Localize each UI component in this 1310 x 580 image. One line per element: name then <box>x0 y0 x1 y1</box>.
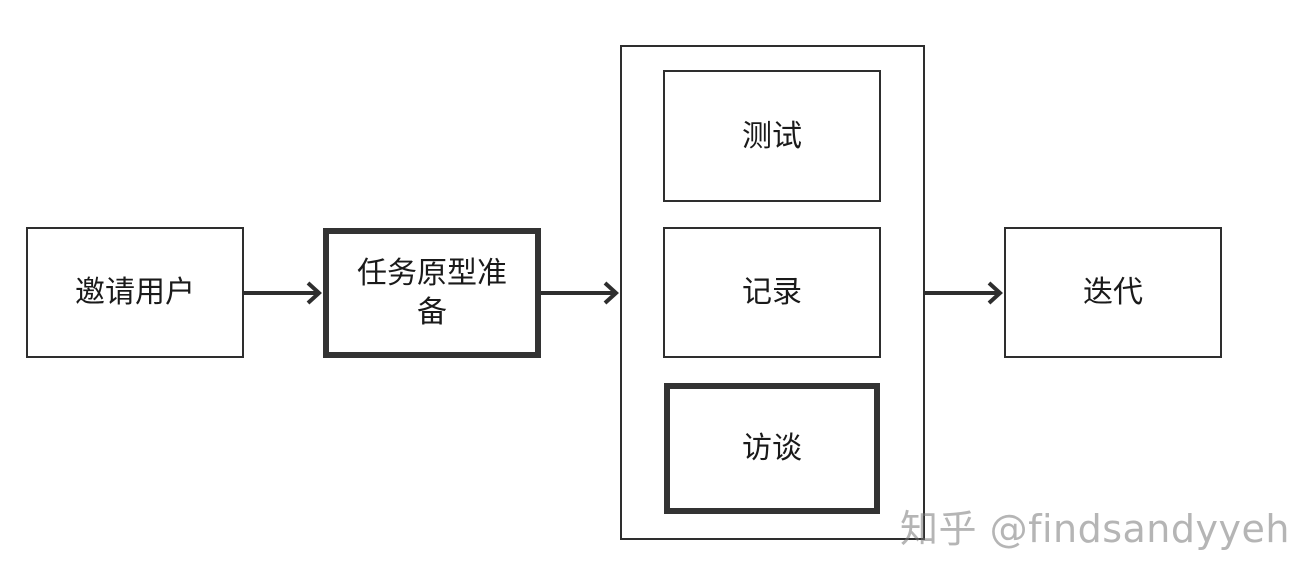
node-interview: 访谈 <box>664 383 880 514</box>
node-interview-label: 访谈 <box>742 431 802 466</box>
node-iterate: 迭代 <box>1004 227 1222 358</box>
arrow-session-to-iterate <box>925 281 1003 305</box>
node-invite-users: 邀请用户 <box>26 227 244 358</box>
watermark: 知乎 @findsandyyeh <box>900 507 1290 551</box>
node-invite-users-label: 邀请用户 <box>75 275 195 310</box>
node-task-prototype-label: 任务原型准备 <box>357 256 507 330</box>
node-recording-label: 记录 <box>742 275 802 310</box>
node-recording: 记录 <box>663 227 881 358</box>
node-testing: 测试 <box>663 70 881 202</box>
arrow-invite-to-task <box>244 281 322 305</box>
node-task-prototype: 任务原型准备 <box>323 228 541 358</box>
arrow-task-to-session <box>541 281 619 305</box>
node-testing-label: 测试 <box>742 118 802 154</box>
node-iterate-label: 迭代 <box>1083 275 1143 310</box>
